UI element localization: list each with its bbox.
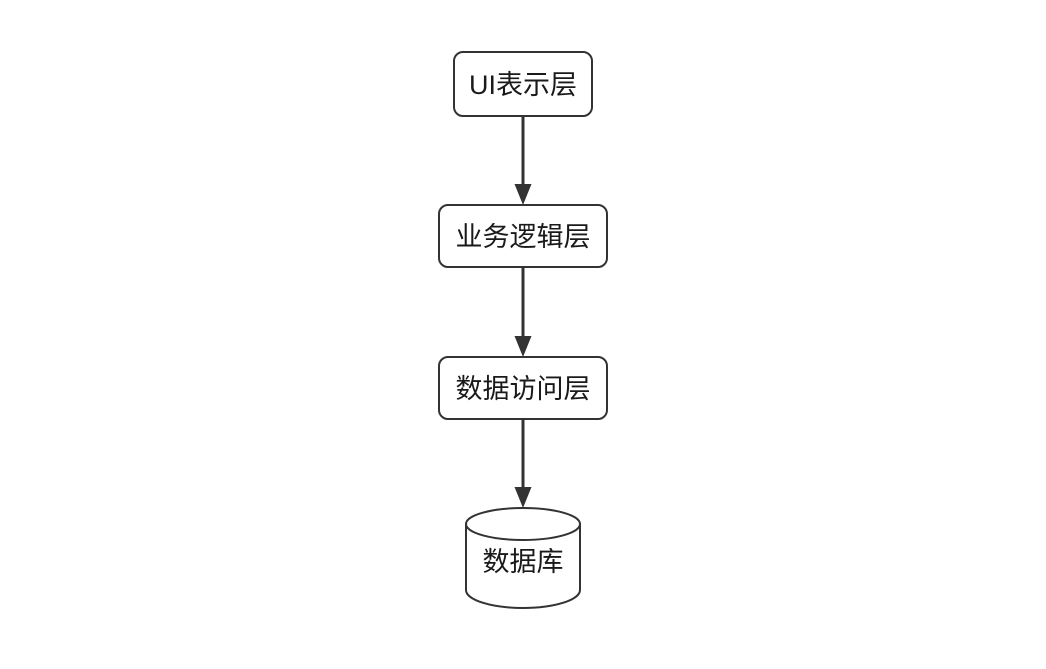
arrowhead-icon (514, 487, 532, 508)
node-box[interactable] (438, 356, 608, 420)
edge-business-to-data-access (514, 267, 532, 357)
database-cylinder-top (465, 507, 581, 541)
arrowhead-icon (514, 184, 532, 205)
node-business-logic-layer[interactable]: 业务逻辑层 (438, 204, 608, 268)
node-box[interactable] (438, 204, 608, 268)
node-box[interactable] (453, 51, 593, 117)
node-label: 数据库 (483, 547, 564, 577)
node-data-access-layer[interactable]: 数据访问层 (438, 356, 608, 420)
edge-ui-to-business (514, 116, 532, 205)
node-database[interactable]: 数据库 (465, 507, 581, 609)
arrowhead-icon (514, 336, 532, 357)
node-label: 数据访问层 (456, 374, 591, 404)
edge-data-access-to-database (514, 419, 532, 508)
node-label: 业务逻辑层 (456, 222, 591, 252)
database-cylinder-body[interactable] (465, 523, 581, 609)
node-ui-presentation-layer[interactable]: UI表示层 (453, 51, 593, 117)
node-label: UI表示层 (469, 70, 577, 100)
